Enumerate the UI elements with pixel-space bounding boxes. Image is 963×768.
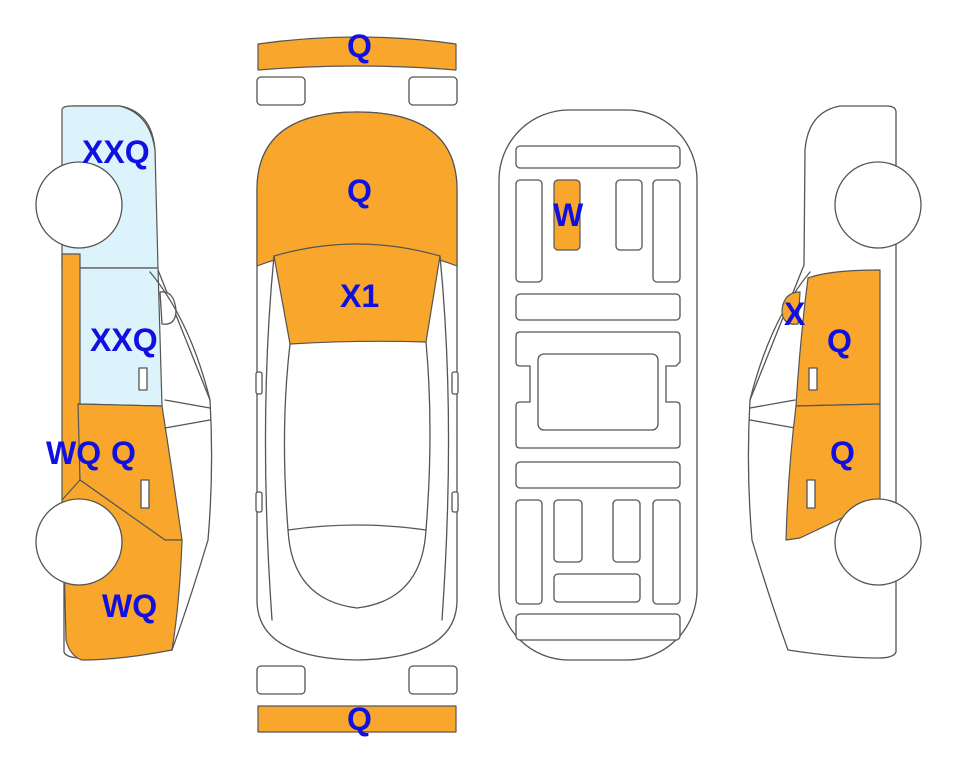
underbody-bar-1 (515, 293, 681, 321)
front-bumper-label: Q (347, 28, 372, 64)
right-rear-wheel (834, 498, 922, 586)
rear-bumper (257, 705, 457, 733)
top-left-mirror (255, 371, 263, 395)
roof-outline (283, 341, 431, 531)
floor-panel-damage (553, 179, 581, 251)
underbody-mid-rail-front (615, 179, 643, 251)
left-windshield-edge (149, 271, 211, 401)
floor-panel-label: W (553, 197, 584, 233)
right-mirror-label: X (784, 296, 806, 332)
underbody-mid-left-rear (553, 499, 583, 563)
underbody-left-rail-front (515, 179, 543, 283)
rear-bumper-label: Q (347, 701, 372, 737)
right-front-wheel (834, 161, 922, 249)
left-rocker-label: WQ (46, 435, 101, 471)
top-left-handle (255, 491, 263, 513)
underbody-right-rail-front (652, 179, 681, 283)
left-rear-glass-label: XXQ (82, 134, 150, 170)
underbody-right-rail-rear (652, 499, 681, 605)
underbody-rear-crossmember (515, 613, 681, 641)
left-rear-wheel (35, 161, 123, 249)
right-rear-door-label: Q (830, 435, 855, 471)
rear-window (287, 529, 427, 609)
top-right-mirror (451, 371, 459, 395)
right-mirror (781, 291, 801, 325)
right-body-line (439, 255, 450, 621)
left-front-fender-label: WQ (102, 588, 157, 624)
underbody-left-rail-rear (515, 499, 543, 605)
windshield-label: X1 (340, 278, 379, 314)
left-hood-edge (164, 399, 211, 429)
right-rear-door-handle (806, 479, 816, 509)
left-front-wheel (35, 498, 123, 586)
front-right-light (408, 76, 458, 106)
rear-right-light (408, 665, 458, 695)
right-front-door-handle (808, 367, 818, 391)
hood-label: Q (347, 173, 372, 209)
top-right-handle (451, 491, 459, 513)
underbody-mid-right-rear (612, 499, 641, 563)
rear-left-light (256, 665, 306, 695)
left-side-view: XXQ XXQ WQ Q WQ (35, 105, 213, 661)
right-side-view: X Q Q (747, 105, 922, 659)
left-rear-door-glass-label: XXQ (90, 322, 158, 358)
underbody-view: W (498, 109, 698, 661)
left-rear-door-handle (138, 367, 148, 391)
underbody-front-crossmember (515, 145, 681, 169)
top-view: Q Q X1 Q (255, 28, 459, 737)
front-left-light (256, 76, 306, 106)
right-hood-edge (749, 399, 796, 429)
front-bumper (257, 36, 457, 71)
left-front-door-handle (140, 479, 150, 509)
underbody-rear-bar (553, 573, 641, 603)
left-rear-door-label: Q (111, 435, 136, 471)
right-front-door-label: Q (827, 323, 852, 359)
right-windshield-edge (749, 271, 811, 401)
underbody-bar-2 (515, 461, 681, 489)
left-body-line (264, 255, 275, 621)
underbody-center-panel (537, 353, 659, 431)
underbody-center-frame (515, 331, 681, 449)
